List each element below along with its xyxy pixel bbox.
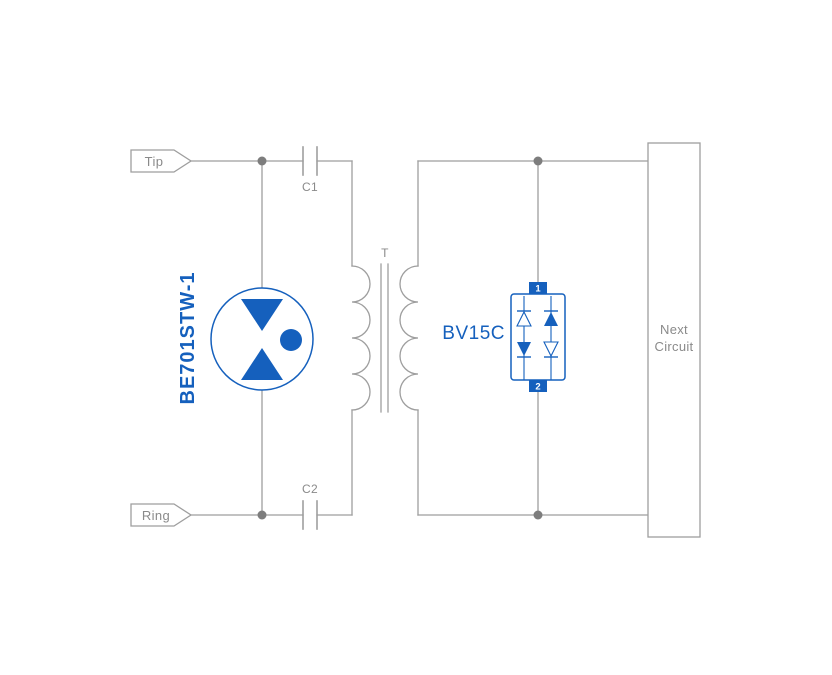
c2-label: C2 bbox=[302, 482, 318, 496]
surge-protector-symbol bbox=[210, 287, 314, 391]
diode-hollow-down-icon bbox=[543, 341, 559, 358]
gdt-electrode-top-icon bbox=[241, 299, 283, 331]
transformer-primary-winding bbox=[351, 265, 371, 411]
next-circuit-label-line2: Circuit bbox=[655, 339, 694, 354]
junction-dot bbox=[257, 510, 267, 520]
surge-protector-part-number: BE701STW-1 bbox=[177, 272, 199, 405]
next-circuit-box bbox=[647, 142, 701, 538]
diode-filled-down-icon bbox=[517, 342, 531, 356]
junction-dot bbox=[257, 156, 267, 166]
wire-layer bbox=[130, 142, 701, 538]
diode-hollow-up-icon bbox=[516, 310, 532, 327]
c1-label: C1 bbox=[302, 180, 318, 194]
bridge-rectifier-symbol bbox=[510, 293, 566, 381]
bridge-pin1-label: 1 bbox=[535, 284, 541, 295]
bridge-pin2-label: 2 bbox=[535, 382, 540, 393]
ring-terminal-tag bbox=[130, 503, 193, 527]
blue-fill-layer bbox=[241, 282, 558, 392]
tip-label: Tip bbox=[145, 154, 164, 169]
capacitor-c1-symbol bbox=[302, 146, 318, 176]
capacitor-c2-symbol bbox=[302, 500, 318, 530]
bridge-pin2-pad bbox=[529, 380, 547, 392]
next-circuit-label-line1: Next bbox=[660, 322, 688, 337]
junction-dot bbox=[533, 510, 543, 520]
ring-label: Ring bbox=[142, 508, 170, 523]
bridge-pin1-pad bbox=[529, 282, 547, 294]
gdt-electrode-bottom-icon bbox=[241, 348, 283, 380]
gray-text-layer: Tip Ring C1 C2 T Next Circuit bbox=[142, 154, 694, 523]
diode-filled-up-icon bbox=[544, 312, 558, 326]
bridge-part-number: BV15C bbox=[442, 323, 505, 344]
blue-text-layer: BE701STW-1 BV15C bbox=[177, 272, 505, 405]
bridge-body bbox=[510, 293, 566, 381]
transformer-secondary-winding bbox=[399, 265, 419, 411]
junction-dots bbox=[257, 156, 543, 520]
transformer-symbol bbox=[351, 263, 419, 413]
tip-terminal-tag bbox=[130, 149, 193, 173]
gdt-electrode-dot-icon bbox=[280, 329, 302, 351]
junction-dot bbox=[533, 156, 543, 166]
pin-number-layer: 1 2 bbox=[535, 284, 541, 393]
transformer-label: T bbox=[381, 246, 389, 260]
